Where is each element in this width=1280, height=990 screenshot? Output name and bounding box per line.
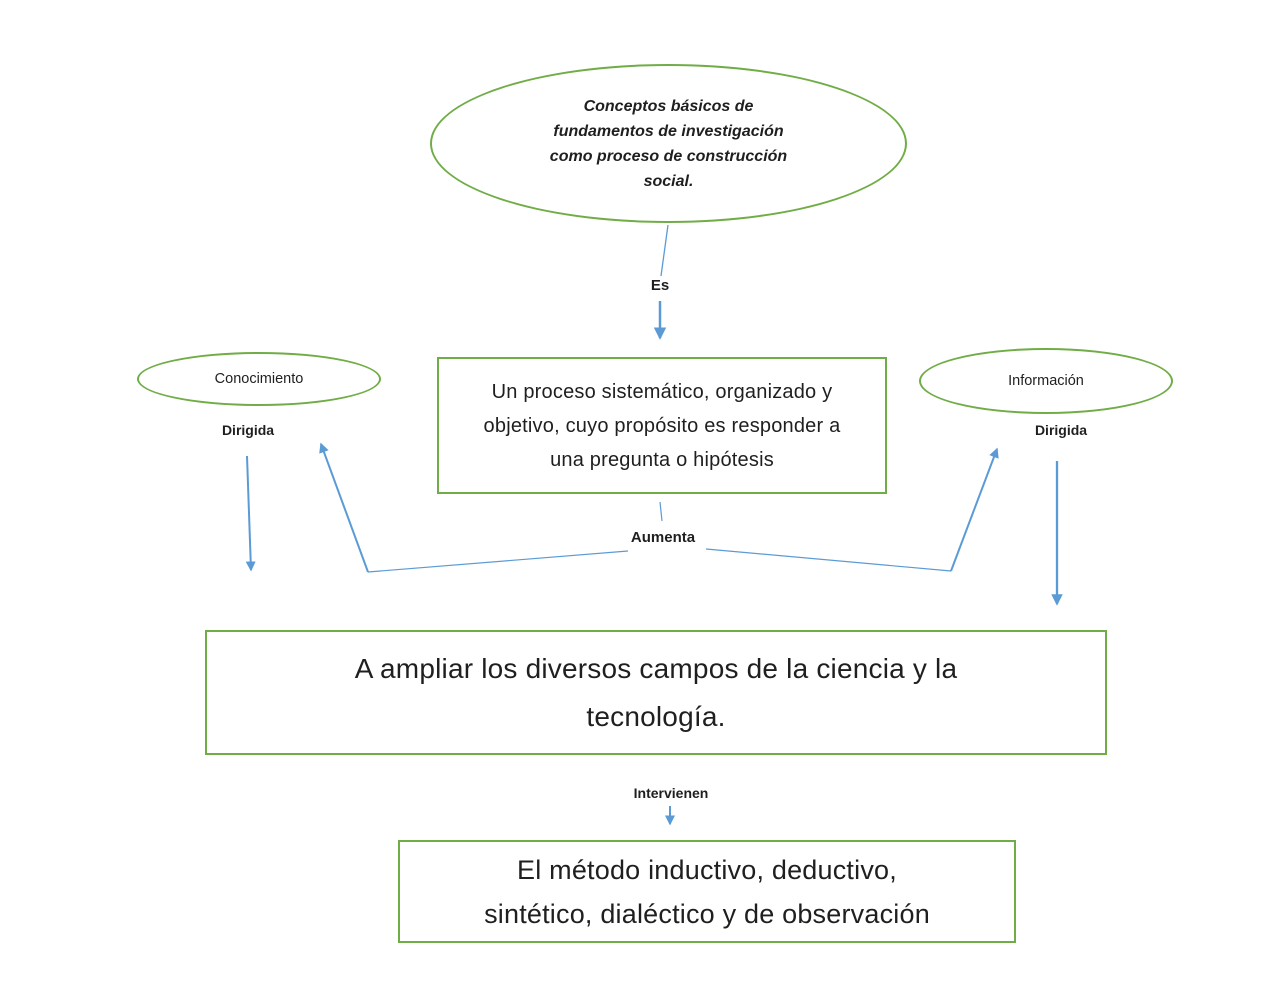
- arrow-right-up-to-informacion: [950, 447, 999, 572]
- arrow-left-up-to-conocimiento: [319, 442, 369, 573]
- node-informacion-text: Información: [1008, 373, 1084, 389]
- node-ampliar-text: A ampliar los diversos campos de la cien…: [354, 652, 958, 732]
- node-metodo-box: El método inductivo, deductivo, sintétic…: [398, 840, 1016, 943]
- edge-label-es: Es: [650, 277, 670, 294]
- node-ampliar-box: A ampliar los diversos campos de la cien…: [205, 630, 1107, 755]
- edge-label-aumenta: Aumenta: [630, 529, 696, 546]
- connector-root-to-es-label: [660, 224, 669, 277]
- edge-label-dirigida-right: Dirigida: [1034, 422, 1088, 438]
- edge-label-dirigida-left: Dirigida: [221, 422, 275, 438]
- node-root-text: Conceptos básicos de fundamentos de inve…: [549, 97, 788, 190]
- arrow-dirigida-left-down: [245, 455, 256, 572]
- node-root-ellipse: Conceptos básicos de fundamentos de inve…: [430, 64, 907, 223]
- node-definition-box: Un proceso sistemático, organizado y obj…: [437, 357, 887, 494]
- node-definition-text: Un proceso sistemático, organizado y obj…: [483, 380, 841, 471]
- edge-label-intervienen: Intervienen: [633, 785, 709, 801]
- node-metodo-text: El método inductivo, deductivo, sintétic…: [484, 854, 930, 929]
- node-informacion-ellipse: Información: [919, 348, 1173, 414]
- connector-aumenta-left: [367, 550, 629, 573]
- connector-aumenta-right: [705, 548, 952, 572]
- node-conocimiento-ellipse: Conocimiento: [137, 352, 381, 406]
- connector-definition-to-aumenta: [659, 501, 663, 522]
- node-conocimiento-text: Conocimiento: [214, 371, 304, 387]
